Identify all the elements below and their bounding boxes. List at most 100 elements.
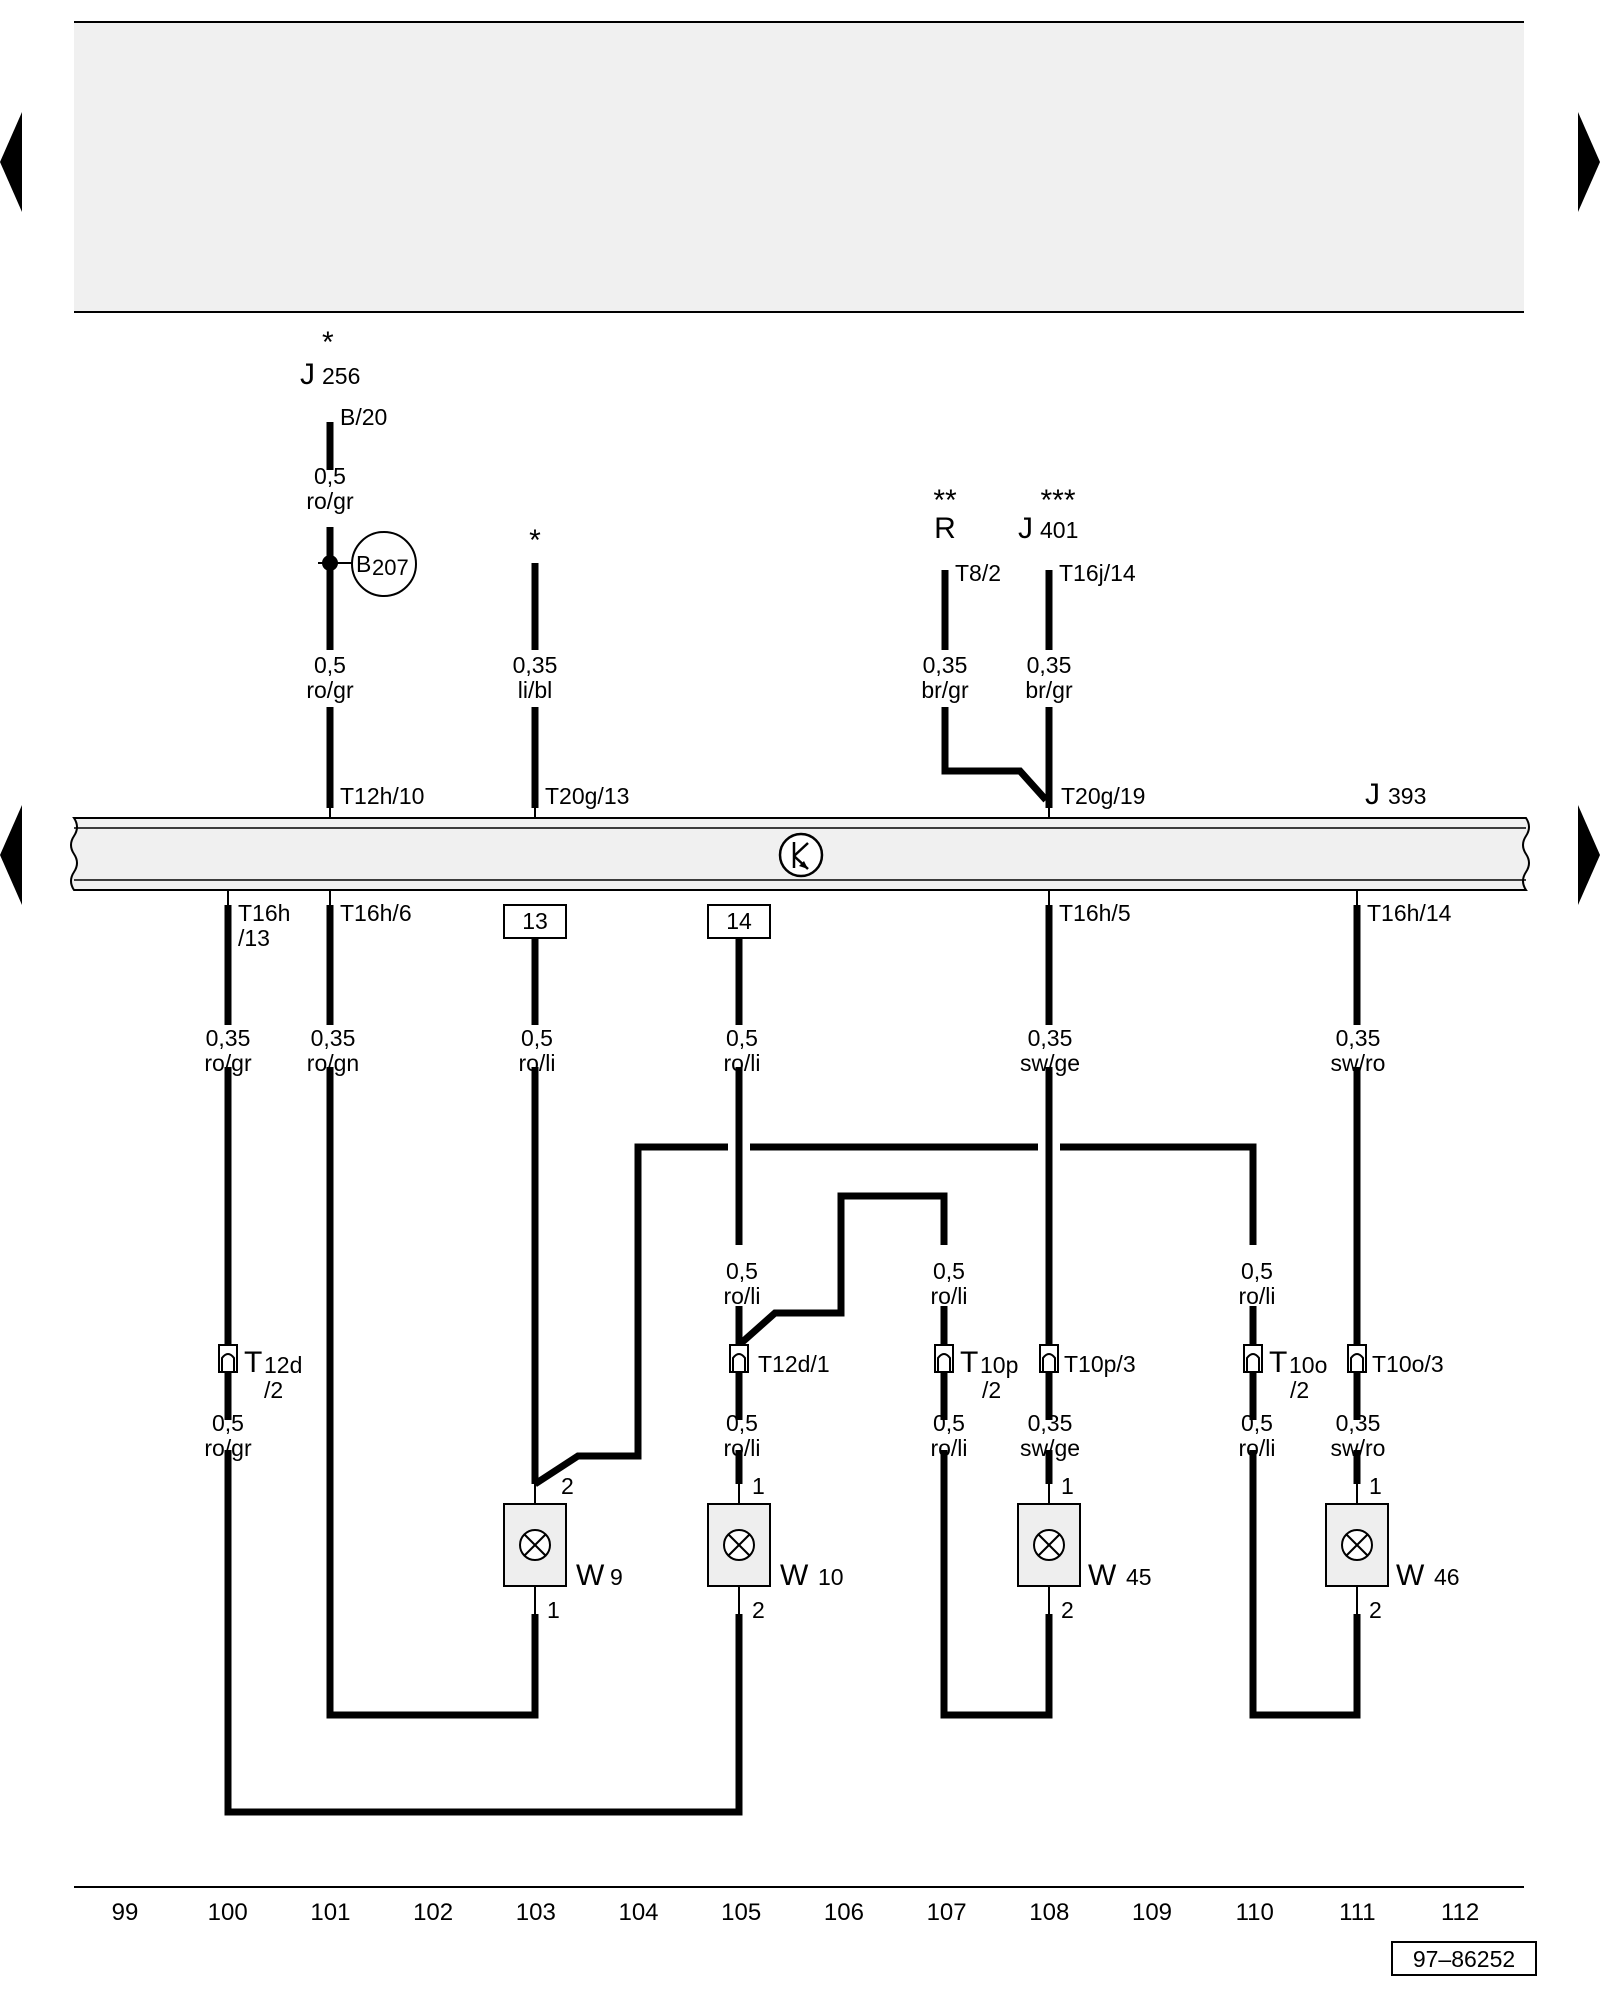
w45-pin-bottom: 2 [1061,1597,1074,1623]
lamp-w45 [1017,1484,1081,1614]
transistor-symbol-icon [778,832,824,878]
axis-label: 107 [927,1899,967,1926]
lamp-w9 [503,1484,567,1614]
wire-c103-size: 0,5 [521,1025,553,1051]
b207-junction-dot [322,555,338,571]
wire-c110-loop [1249,1450,1361,1719]
w46-num: 46 [1434,1564,1460,1590]
wire-w9-crossover [533,1143,1257,1487]
wire-libl-color: li/bl [518,677,553,703]
w45-letter: W [1088,1559,1117,1592]
j393-letter: J [1365,778,1380,811]
wire-c111-bot-color: sw/ro [1331,1435,1386,1461]
axis-label: 112 [1441,1899,1479,1926]
pin-t12h10: T12h/10 [340,783,424,809]
wire-c111-bot-size: 0,35 [1336,1410,1381,1436]
axis-label: 109 [1132,1899,1172,1926]
j401-num: 401 [1040,517,1078,543]
w9-pin-bottom: 1 [547,1597,560,1623]
wire-c101-size: 0,35 [311,1025,356,1051]
nav-left-arrow-mid[interactable] [0,805,22,905]
box-13 [503,904,567,939]
axis-label: 110 [1236,1899,1274,1926]
axis-label: 100 [208,1899,248,1926]
wire-c105-lower-size: 0,5 [726,1258,758,1284]
wire-c107-bot-size: 0,5 [933,1410,965,1436]
wire-c101-loop [326,1067,539,1719]
w10-letter: W [780,1559,809,1592]
wire-c107-bot-color: ro/li [930,1435,967,1461]
w9-pin-top: 2 [561,1473,574,1499]
wire-c108-bot-size: 0,35 [1028,1410,1073,1436]
pin-t10o3: T10o/3 [1372,1351,1444,1377]
pin-t12d2-t: T [244,1346,262,1379]
wire-c105-lower-color: ro/li [723,1283,760,1309]
wire-c110-bot-color: ro/li [1238,1435,1275,1461]
wire-j401-size: 0,35 [1027,652,1072,678]
wire-c107-color: ro/li [930,1283,967,1309]
pin-t12d2-sub: /2 [264,1377,283,1403]
wire-c111-size: 0,35 [1336,1025,1381,1051]
w46-pin-top: 1 [1369,1473,1382,1499]
nav-right-arrow-mid[interactable] [1578,805,1600,905]
box-14-label: 14 [726,908,752,934]
pin-t10p2-num: 10p [980,1352,1018,1378]
pin-t10p2-t: T [960,1346,978,1379]
wire-c108-color: sw/ge [1020,1050,1080,1076]
j256-letter: J [300,358,315,391]
w46-letter: W [1396,1559,1425,1592]
pin-t10o2-sub: /2 [1290,1377,1309,1403]
w10-pin-bottom: 2 [752,1597,765,1623]
wire-c100-ground [224,1450,743,1816]
b207-connection-circle [351,531,417,597]
top-star: * [529,524,541,557]
wire-c108-size: 0,35 [1028,1025,1073,1051]
w10-num: 10 [818,1564,844,1590]
pin-t16h13-a: T16h [238,900,290,926]
nav-right-arrow-top[interactable] [1578,112,1600,212]
connector-t10o2 [1243,1344,1263,1420]
pin-t16h5: T16h/5 [1059,900,1131,926]
r-star: ** [933,484,957,517]
pin-t10o2-num: 10o [1289,1352,1327,1378]
axis-label: 103 [516,1899,556,1926]
wire-c107-loop [940,1450,1053,1719]
wire-libl-size: 0,35 [513,652,558,678]
wire-c100-bot-color: ro/gr [204,1435,252,1461]
pin-t20g13: T20g/13 [545,783,629,809]
wire-c101-color: ro/gn [307,1050,359,1076]
wire-j401-color: br/gr [1025,677,1073,703]
wire-c105-bot-size: 0,5 [726,1410,758,1436]
axis-label: 104 [618,1899,658,1926]
r-letter: R [934,512,956,545]
nav-left-arrow-top[interactable] [0,112,22,212]
wire-c105-color: ro/li [723,1050,760,1076]
axis-label: 102 [413,1899,453,1926]
j393-num: 393 [1388,783,1426,809]
connector-t12d2 [218,1344,238,1420]
j401-star: *** [1040,484,1075,517]
r-pin: T8/2 [955,560,1001,586]
wire-c103-color: ro/li [518,1050,555,1076]
wire-c105-bot-color: ro/li [723,1435,760,1461]
wire-r-size: 0,35 [923,652,968,678]
b207-num: 207 [372,555,409,580]
lamp-w10 [707,1484,771,1614]
j256-pin: B/20 [340,404,387,430]
j401-letter: J [1018,512,1033,545]
wire-c107-size: 0,5 [933,1258,965,1284]
j401-pin: T16j/14 [1059,560,1136,586]
wire-c110-color: ro/li [1238,1283,1275,1309]
pin-t20g19: T20g/19 [1061,783,1145,809]
w45-num: 45 [1126,1564,1152,1590]
wire-j256-bottom-color: ro/gr [306,677,354,703]
axis-label: 106 [824,1899,864,1926]
pin-t10p2-sub: /2 [982,1377,1001,1403]
drawing-code: 97–86252 [1413,1946,1515,1972]
wire-c105-size: 0,5 [726,1025,758,1051]
drawing-code-box [1391,1941,1537,1976]
pin-t16h13-b: /13 [238,925,270,951]
wire-c105-to-c107 [736,1192,948,1348]
pin-t16h14: T16h/14 [1367,900,1452,926]
